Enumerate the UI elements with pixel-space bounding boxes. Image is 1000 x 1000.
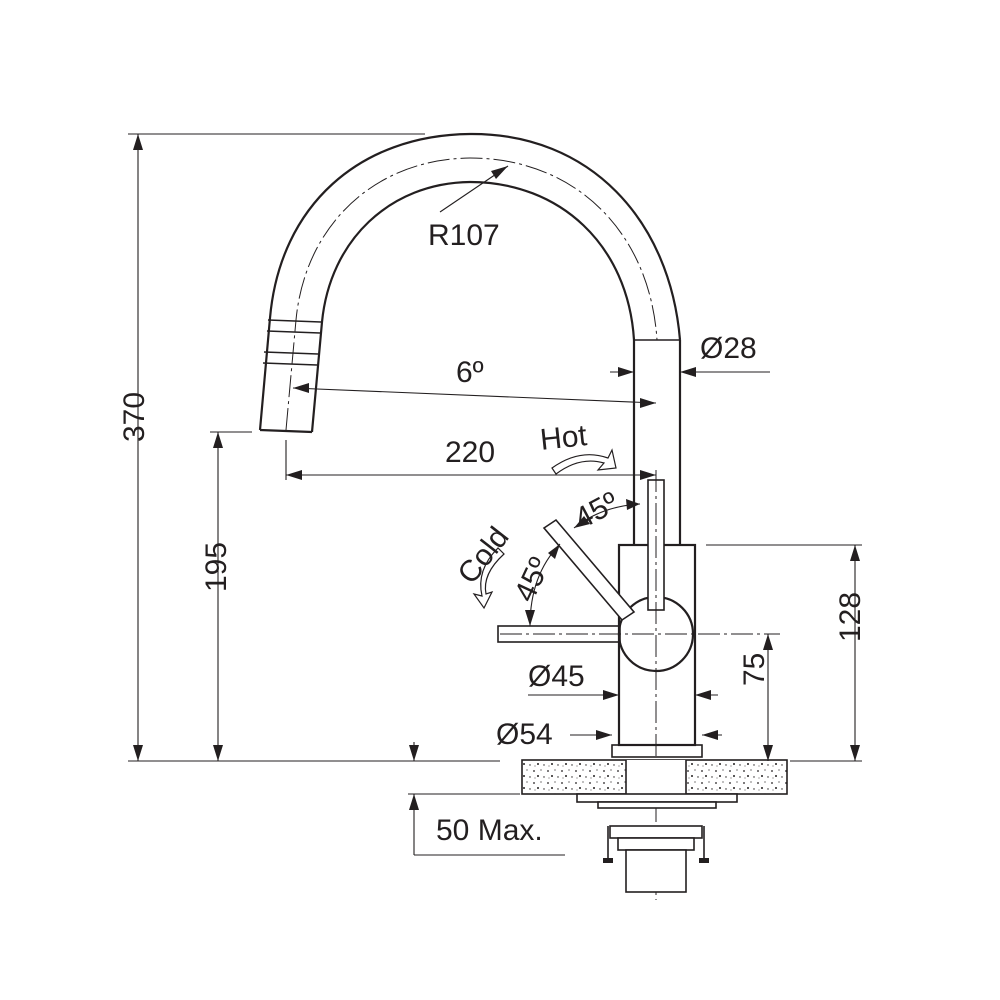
dimensions (128, 133, 862, 856)
lever-height-label: 75 (738, 653, 771, 686)
hot-label: Hot (538, 419, 589, 457)
spout-height-label: 195 (200, 542, 233, 592)
spout (258, 132, 682, 545)
worktop-thickness-label: 50 Max. (436, 814, 543, 847)
body-diameter-label: Ø45 (528, 660, 585, 693)
cold-direction-arrow (472, 547, 505, 610)
reach-label: 220 (445, 436, 495, 469)
cold-angle-label: 45º (508, 553, 557, 607)
radius-label: R107 (428, 219, 500, 252)
base-diameter-label: Ø54 (496, 718, 553, 751)
body-height-label: 128 (834, 592, 867, 642)
spout-angle-label: 6º (456, 356, 484, 389)
worktop (521, 759, 788, 893)
cold-label: Cold (452, 521, 516, 590)
total-height-label: 370 (118, 392, 151, 442)
tap-body (497, 470, 780, 900)
hot-angle-label: 45º (569, 486, 624, 536)
spout-diameter-label: Ø28 (700, 332, 757, 365)
hot-direction-arrow (551, 448, 617, 475)
